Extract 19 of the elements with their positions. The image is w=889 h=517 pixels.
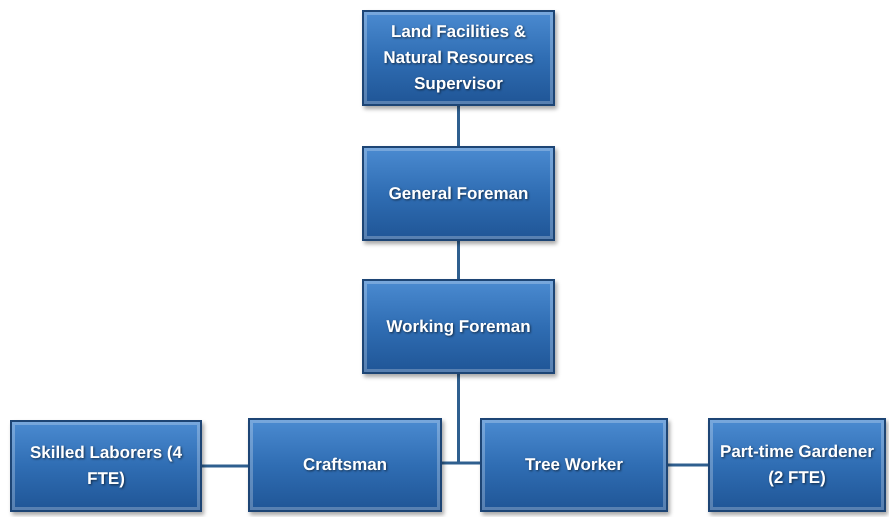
- position-box: [362, 146, 555, 241]
- position-title: Craftsman: [302, 454, 388, 476]
- position-title: Working Foreman: [386, 316, 531, 338]
- position-title: Land Facilities & Natural Resources Supervisor: [382, 21, 535, 95]
- position-title: Skilled Laborers (4 FTE): [28, 442, 184, 490]
- position-box: [708, 418, 886, 512]
- connector-line: [457, 374, 480, 464]
- connector-line: [202, 464, 248, 468]
- position-box: [480, 418, 668, 512]
- position-title: General Foreman: [388, 182, 528, 204]
- position-box: [362, 10, 555, 106]
- position-box: [248, 418, 442, 512]
- position-title: Part-time Gardener (2 FTE): [719, 441, 875, 489]
- position-box: [10, 420, 202, 512]
- connector-line: [457, 241, 460, 279]
- connector-line: [457, 106, 460, 146]
- position-title: Tree Worker: [525, 454, 623, 476]
- position-box: [362, 279, 555, 374]
- connector-line: [668, 464, 708, 466]
